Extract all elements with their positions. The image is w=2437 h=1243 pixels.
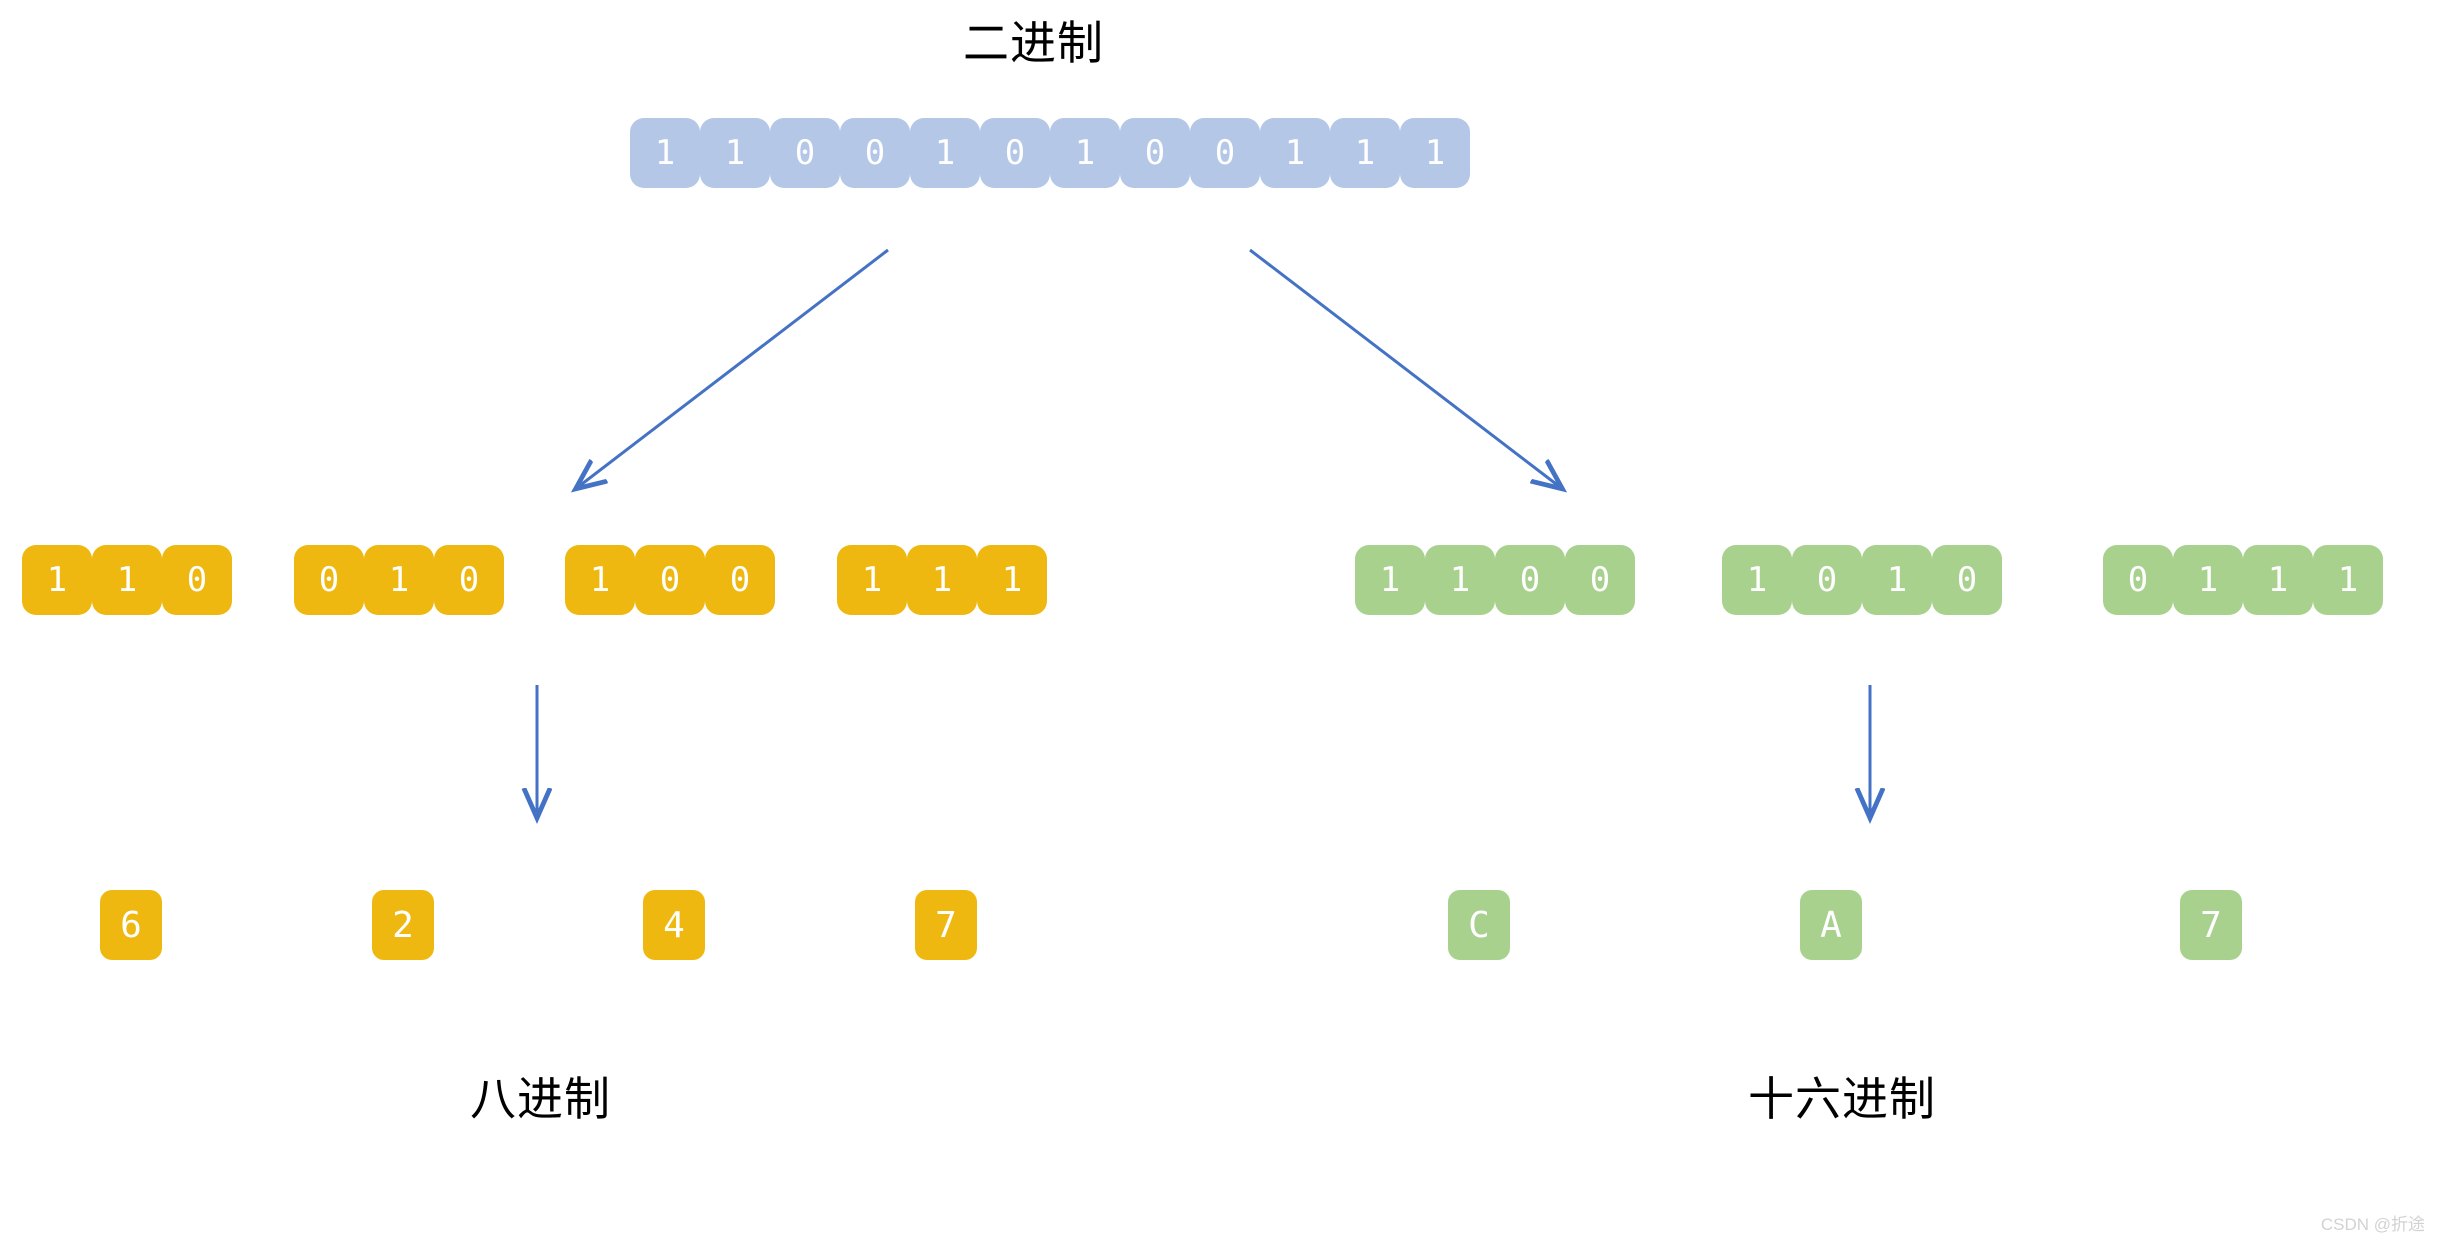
hex-bit: 0 [1495,545,1565,615]
hex-bit: 0 [2103,545,2173,615]
hex-bit-group-1: 1 1 0 0 [1355,545,1635,615]
hex-bit: 0 [1792,545,1862,615]
hex-bit-group-2: 1 0 1 0 [1722,545,2002,615]
octal-bit: 0 [434,545,504,615]
octal-bit: 1 [22,545,92,615]
binary-digit: 0 [1120,118,1190,188]
binary-digit: 1 [1330,118,1400,188]
octal-bit: 1 [92,545,162,615]
hex-bit: 1 [2243,545,2313,615]
binary-digit: 0 [980,118,1050,188]
hex-bit: 1 [2313,545,2383,615]
octal-bit: 0 [294,545,364,615]
octal-result-digit-4: 7 [915,890,977,960]
binary-title: 二进制 [963,17,1104,69]
octal-result-digit-2: 2 [372,890,434,960]
arrow-binary-to-octal [578,248,889,487]
hexadecimal-label: 十六进制 [1748,1073,1936,1125]
octal-bit: 0 [162,545,232,615]
hex-bit: 0 [1932,545,2002,615]
binary-digit: 0 [1190,118,1260,188]
binary-digit: 1 [1260,118,1330,188]
octal-bit-group-4: 1 1 1 [837,545,1047,615]
octal-bit: 1 [364,545,434,615]
binary-digit: 0 [770,118,840,188]
octal-result-digit-1: 6 [100,890,162,960]
binary-digit-strip: 1 1 0 0 1 0 1 0 0 1 1 1 [630,118,1470,188]
octal-bit: 1 [977,545,1047,615]
hex-bit-group-3: 0 1 1 1 [2103,545,2383,615]
arrow-binary-to-hex [1249,248,1560,487]
hex-bit: 0 [1565,545,1635,615]
octal-bit: 0 [705,545,775,615]
octal-bit-group-3: 1 0 0 [565,545,775,615]
csdn-watermark: CSDN @折途 [2320,1215,2425,1234]
hex-result-digit-2: A [1800,890,1862,960]
binary-digit: 0 [840,118,910,188]
octal-bit: 1 [837,545,907,615]
octal-bit-group-1: 1 1 0 [22,545,232,615]
hex-bit: 1 [1722,545,1792,615]
binary-digit: 1 [630,118,700,188]
hex-bit: 1 [1355,545,1425,615]
octal-bit-group-2: 0 1 0 [294,545,504,615]
octal-bit: 1 [565,545,635,615]
hex-result-digit-3: 7 [2180,890,2242,960]
hex-result-digit-1: C [1448,890,1510,960]
octal-bit: 0 [635,545,705,615]
binary-digit: 1 [700,118,770,188]
octal-bit: 1 [907,545,977,615]
octal-result-digit-3: 4 [643,890,705,960]
hex-bit: 1 [1862,545,1932,615]
binary-digit: 1 [1050,118,1120,188]
hex-bit: 1 [2173,545,2243,615]
binary-digit: 1 [910,118,980,188]
octal-label: 八进制 [470,1073,611,1125]
hex-bit: 1 [1425,545,1495,615]
binary-digit: 1 [1400,118,1470,188]
